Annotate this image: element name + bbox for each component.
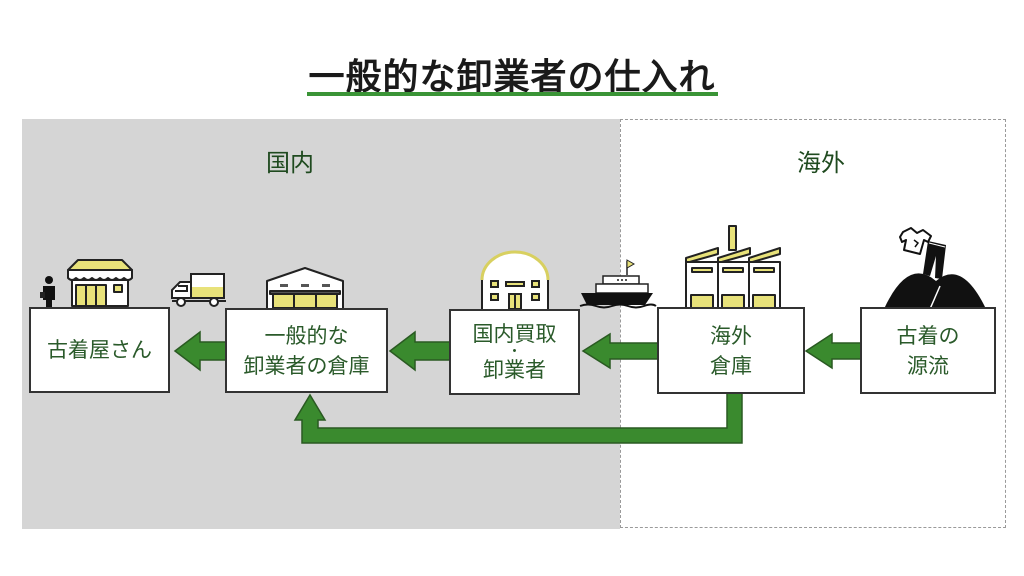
region-overseas-label: 海外 [797,149,845,177]
arrow-buyer-to-warehouse [388,330,451,372]
node-overseas-warehouse: 海外 倉庫 [657,307,805,394]
node-used-clothing-shop: 古着屋さん [29,307,170,393]
node-label-line: 卸業者の倉庫 [243,353,370,378]
ship-icon [579,259,657,309]
dome-building-icon [480,250,550,310]
node-label-line: 古着屋さん [47,338,152,362]
factory-icon [685,225,781,309]
node-label-line: ・ [507,344,522,360]
node-label-line: 卸業者 [483,358,546,382]
node-clothing-source: 古着の 源流 [860,307,996,394]
storefront-icon [67,259,133,307]
arrow-source-to-overseas [804,332,863,370]
region-domestic-label: 国内 [266,149,314,177]
node-wholesaler-warehouse: 一般的な 卸業者の倉庫 [225,308,388,393]
node-label-line: 国内買取 [472,322,557,346]
node-domestic-buyer: 国内買取 ・ 卸業者 [449,309,580,395]
clothing-pile-icon [884,227,986,310]
arrow-warehouse-to-shop [173,330,229,372]
warehouse-icon [266,267,344,309]
arrow-overseas-to-buyer [581,332,661,370]
title-underline [307,92,718,96]
page-title: 一般的な卸業者の仕入れ [308,57,716,98]
node-label-line: 倉庫 [710,353,752,378]
truck-icon [171,273,226,307]
person-icon [40,276,55,308]
node-label-line: 海外 [710,323,752,348]
node-label-line: 源流 [907,353,949,378]
arrow-overseas-to-wholesaler [293,392,743,444]
node-label-line: 古着の [896,323,960,348]
node-label-line: 一般的な [264,323,349,348]
